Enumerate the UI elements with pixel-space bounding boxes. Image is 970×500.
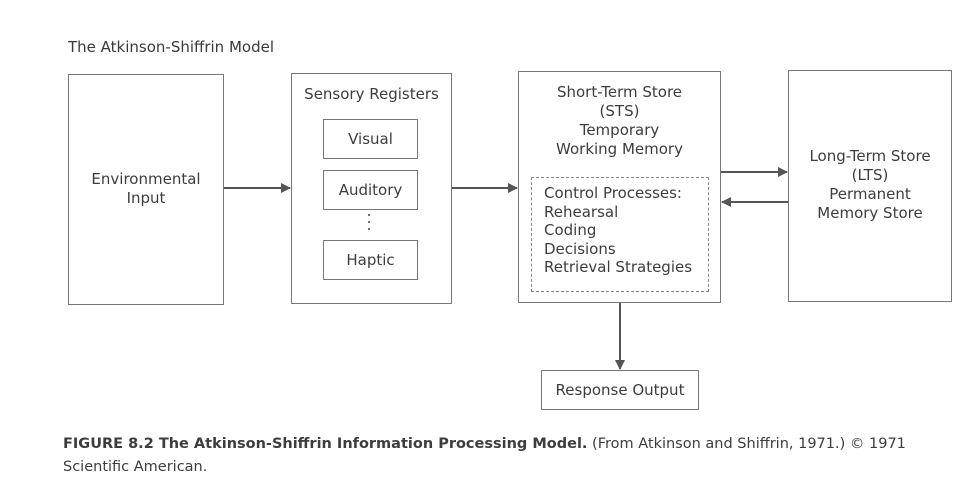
visual-register-box: Visual bbox=[323, 119, 418, 159]
haptic-register-box: Haptic bbox=[323, 240, 418, 280]
short-term-store-box: Short-Term Store (STS) Temporary Working… bbox=[518, 71, 721, 303]
environmental-input-line1: Environmental bbox=[91, 170, 201, 188]
control-item-coding: Coding bbox=[544, 221, 597, 239]
response-output-box: Response Output bbox=[541, 370, 699, 410]
sts-line2: (STS) bbox=[599, 102, 640, 120]
vertical-ellipsis bbox=[368, 214, 372, 235]
lts-line2: (LTS) bbox=[851, 166, 889, 184]
sensory-registers-box: Sensory Registers Visual Auditory Haptic bbox=[291, 73, 452, 304]
caption-line2: Scientific American. bbox=[63, 459, 208, 475]
caption-rest: (From Atkinson and Shiffrin, 1971.) © 19… bbox=[587, 436, 906, 452]
lts-line1: Long-Term Store bbox=[809, 147, 931, 165]
short-term-store-label: Short-Term Store (STS) Temporary Working… bbox=[519, 83, 720, 159]
sts-line4: Working Memory bbox=[556, 140, 683, 158]
caption-bold: FIGURE 8.2 The Atkinson-Shiffrin Informa… bbox=[63, 436, 588, 452]
diagram-title: The Atkinson-Shiffrin Model bbox=[68, 38, 274, 56]
environmental-input-label: Environmental Input bbox=[69, 170, 223, 208]
sts-line3: Temporary bbox=[579, 121, 660, 139]
control-processes-box: Control Processes: Rehearsal Coding Deci… bbox=[531, 177, 709, 292]
environmental-input-box: Environmental Input bbox=[68, 74, 224, 305]
control-processes-title: Control Processes: bbox=[544, 184, 682, 202]
long-term-store-label: Long-Term Store (LTS) Permanent Memory S… bbox=[789, 147, 951, 223]
control-item-retrieval: Retrieval Strategies bbox=[544, 258, 693, 276]
lts-line3: Permanent bbox=[829, 185, 911, 203]
auditory-register-box: Auditory bbox=[323, 170, 418, 210]
sts-line1: Short-Term Store bbox=[556, 83, 683, 101]
control-item-rehearsal: Rehearsal bbox=[544, 202, 619, 221]
long-term-store-box: Long-Term Store (LTS) Permanent Memory S… bbox=[788, 70, 952, 302]
caption-line1: FIGURE 8.2 The Atkinson-Shiffrin Informa… bbox=[63, 433, 943, 456]
figure-caption: FIGURE 8.2 The Atkinson-Shiffrin Informa… bbox=[63, 433, 943, 479]
control-item-decisions: Decisions bbox=[544, 239, 616, 258]
sensory-registers-title: Sensory Registers bbox=[304, 85, 439, 103]
environmental-input-line2: Input bbox=[126, 189, 166, 207]
lts-line4: Memory Store bbox=[817, 204, 923, 222]
